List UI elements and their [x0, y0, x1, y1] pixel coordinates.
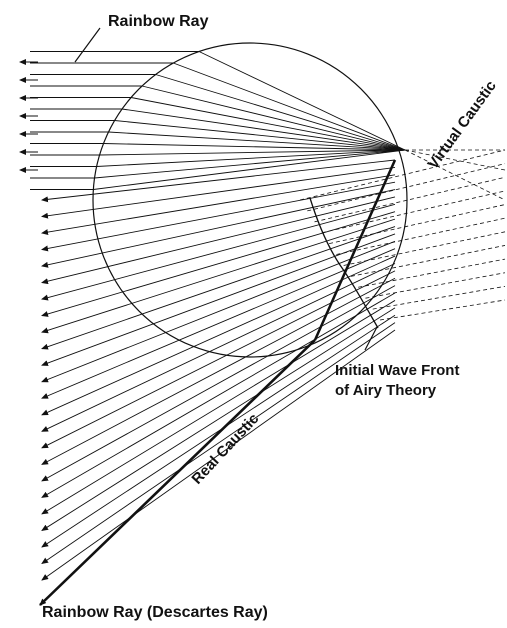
internal-ray [130, 97, 406, 151]
label-real-caustic: Real Caustic [188, 410, 262, 487]
exit-ray [41, 166, 396, 219]
virtual-ray [321, 190, 506, 234]
internal-reflected-rays [93, 51, 406, 190]
virtual-ray [314, 176, 506, 223]
exit-ray [41, 270, 396, 449]
internal-ray [108, 131, 406, 151]
rainbow-ray-leader [74, 27, 101, 63]
exit-ray [41, 203, 396, 301]
exit-ray [41, 189, 396, 268]
real-caustic-line [313, 159, 397, 341]
virtual-ray [379, 299, 506, 321]
exit-ray [41, 255, 396, 416]
label-virtual-caustic: Virtual Caustic [424, 78, 499, 173]
virtual-ray [329, 204, 506, 245]
internal-ray [93, 149, 406, 190]
virtual-ray [365, 272, 506, 299]
virtual-ray [299, 149, 506, 201]
exit-ray [41, 285, 396, 482]
virtual-caustic-fan [404, 149, 506, 201]
virtual-ray [372, 285, 506, 310]
internal-ray [96, 149, 406, 167]
virtual-ray [358, 258, 506, 288]
exit-ray [41, 159, 396, 203]
exit-ray [41, 292, 396, 498]
airy-leader [364, 326, 378, 351]
incoming-rays [19, 51, 200, 190]
label-rainbow-ray-descartes: Rainbow Ray (Descartes Ray) [42, 604, 268, 621]
exit-ray [41, 277, 396, 465]
internal-ray [114, 120, 406, 151]
exit-ray [41, 196, 396, 285]
exit-ray [41, 248, 396, 399]
label-rainbow-ray-top: Rainbow Ray [108, 13, 209, 30]
exit-rays [41, 159, 396, 581]
exit-ray [41, 300, 396, 515]
internal-ray [173, 62, 406, 151]
descartes-ray [39, 339, 316, 606]
virtual-ray [336, 217, 506, 255]
internal-ray [99, 149, 406, 156]
exit-ray [41, 240, 396, 383]
exit-ray [41, 226, 396, 350]
exit-ray [41, 329, 396, 581]
exit-ray [41, 233, 396, 366]
internal-ray [94, 149, 406, 179]
exit-ray [41, 218, 396, 334]
exit-ray [41, 181, 396, 252]
virtual-ray [343, 231, 506, 266]
internal-ray [141, 85, 406, 151]
label-initial-wave-front-line1: Initial Wave Front [335, 362, 459, 379]
label-initial-wave-front-line2: of Airy Theory [335, 382, 437, 399]
virtual-ray [350, 245, 506, 277]
exit-ray [41, 322, 396, 565]
virtual-ray [307, 163, 506, 212]
internal-ray [121, 108, 406, 151]
internal-ray [103, 143, 406, 151]
exit-ray [41, 263, 396, 432]
exit-ray [41, 307, 396, 531]
virtual-caustic-rays [299, 149, 506, 321]
exit-ray [41, 314, 396, 548]
internal-ray [155, 74, 406, 151]
exit-ray [41, 174, 396, 236]
internal-ray [198, 51, 406, 151]
airy-wave-front [309, 197, 379, 329]
